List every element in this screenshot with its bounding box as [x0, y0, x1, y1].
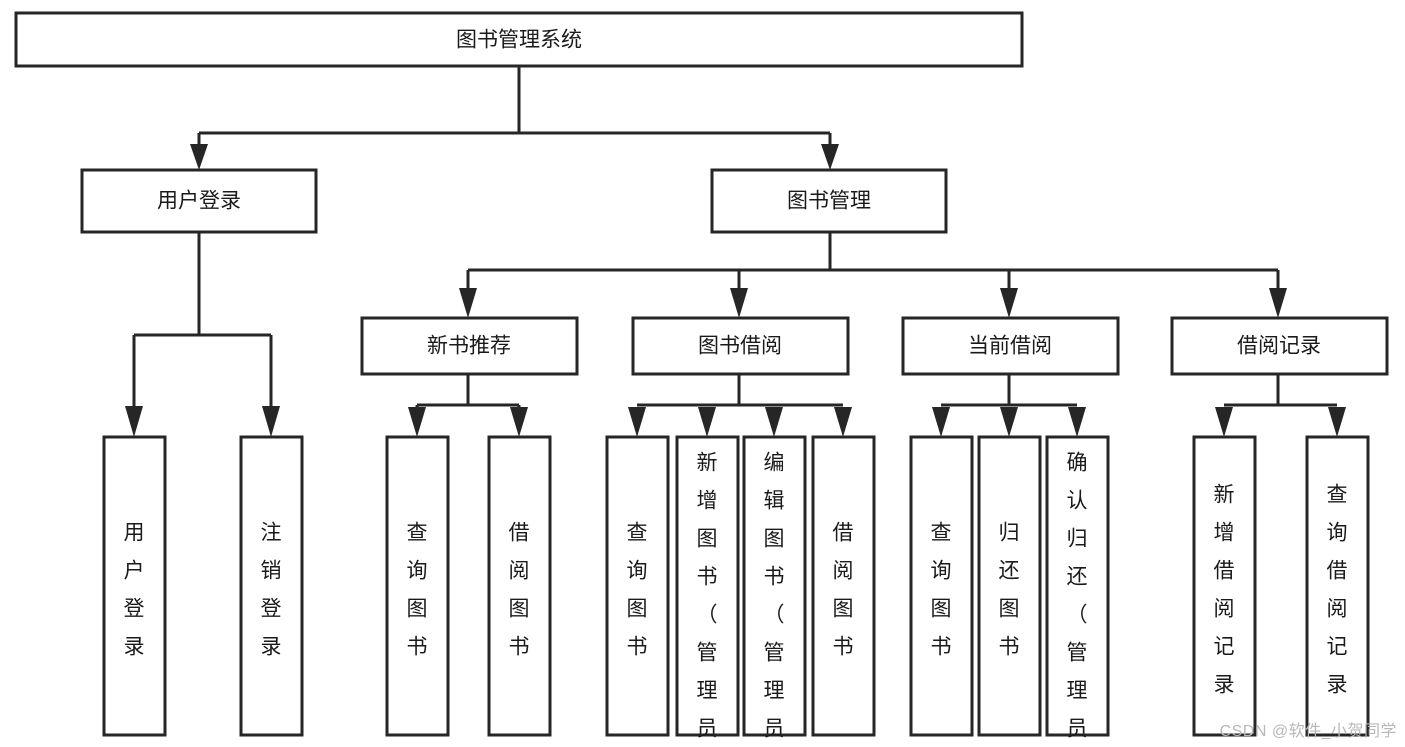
node-leaf-edit-book-label: 编辑图书（管理员） [764, 451, 785, 747]
arrow-head-leaf-edit-book [765, 407, 783, 437]
node-book-manage-box[interactable] [710, 168, 948, 234]
node-leaf-return-book-box[interactable] [977, 435, 1042, 737]
arrow-head-leaf-query-record [1328, 407, 1346, 437]
node-leaf-query-book-1-box[interactable] [385, 435, 450, 737]
arrow-head-borrow-record [1269, 288, 1287, 318]
node-leaf-user-login-label: 用户登录 [124, 522, 145, 659]
node-leaf-add-record-label: 新增借阅记录 [1214, 484, 1235, 697]
node-current-borrow-label: 当前借阅 [968, 335, 1052, 358]
node-user-login[interactable]: 用户登录 [80, 168, 318, 234]
arrow-head-current-borrow [1000, 288, 1018, 318]
node-book-manage-label: 图书管理 [787, 190, 871, 213]
arrow-head-new-book-recommend [459, 288, 477, 318]
node-leaf-add-book[interactable]: 新增图书（管理员） [675, 435, 740, 747]
node-book-manage[interactable]: 图书管理 [710, 168, 948, 234]
node-leaf-borrow-book-2-label: 借阅图书 [833, 522, 854, 659]
node-leaf-query-book-3[interactable]: 查询图书 [909, 435, 974, 737]
node-leaf-borrow-book-1[interactable]: 借阅图书 [487, 435, 552, 737]
node-leaf-user-logout-label: 注销登录 [261, 522, 282, 659]
node-borrow-record-box[interactable] [1170, 316, 1389, 376]
node-leaf-user-logout[interactable]: 注销登录 [239, 435, 304, 737]
node-book-borrow-box[interactable] [631, 316, 850, 376]
node-leaf-borrow-book-1-box[interactable] [487, 435, 552, 737]
node-leaf-query-book-1-label: 查询图书 [407, 522, 428, 659]
node-leaf-query-book-3-box[interactable] [909, 435, 974, 737]
node-leaf-return-book-label: 归还图书 [999, 522, 1020, 659]
arrow-head-leaf-return-book [1000, 407, 1018, 437]
node-leaf-edit-book-box[interactable] [742, 435, 807, 737]
node-borrow-record[interactable]: 借阅记录 [1170, 316, 1389, 376]
node-user-login-label: 用户登录 [157, 190, 241, 213]
arrow-head-leaf-user-logout [262, 406, 280, 437]
arrow-head-leaf-confirm-return [1068, 407, 1086, 437]
node-leaf-add-book-box[interactable] [675, 435, 740, 737]
arrow-head-leaf-add-record [1215, 407, 1233, 437]
node-book-borrow[interactable]: 图书借阅 [631, 316, 850, 376]
arrow-head-leaf-query-book-1 [408, 407, 426, 437]
csdn-watermark: CSDN @软件_小贺同学 [1219, 723, 1397, 740]
node-current-borrow-box[interactable] [901, 316, 1120, 376]
node-leaf-return-book[interactable]: 归还图书 [977, 435, 1042, 737]
node-new-book-recommend[interactable]: 新书推荐 [360, 316, 579, 376]
arrow-head-leaf-query-book-3 [932, 407, 950, 437]
node-leaf-confirm-return-label: 确认归还（管理员） [1067, 451, 1088, 747]
arrow-head-book-borrow [730, 288, 748, 318]
node-leaf-borrow-book-1-label: 借阅图书 [509, 522, 530, 659]
node-leaf-query-record-box[interactable] [1305, 435, 1370, 737]
node-book-borrow-label: 图书借阅 [698, 335, 782, 358]
node-leaf-query-record[interactable]: 查询借阅记录 [1305, 435, 1370, 737]
node-leaf-query-book-3-label: 查询图书 [931, 522, 952, 659]
arrow-head-leaf-query-book-2 [628, 407, 646, 437]
node-leaf-borrow-book-2[interactable]: 借阅图书 [811, 435, 876, 737]
node-leaf-confirm-return-box[interactable] [1045, 435, 1110, 737]
node-leaf-user-login[interactable]: 用户登录 [102, 435, 167, 737]
arrow-head-leaf-add-book [698, 407, 716, 437]
node-leaf-user-login-box[interactable] [102, 435, 167, 737]
node-leaf-query-book-2-box[interactable] [605, 435, 670, 737]
node-root-label: 图书管理系统 [456, 29, 582, 52]
arrow-head-user-login [190, 144, 208, 170]
node-leaf-add-record[interactable]: 新增借阅记录 [1192, 435, 1257, 737]
node-new-book-recommend-box[interactable] [360, 316, 579, 376]
node-new-book-recommend-label: 新书推荐 [427, 335, 511, 358]
arrow-head-leaf-borrow-book-2 [834, 407, 852, 437]
node-leaf-query-book-1[interactable]: 查询图书 [385, 435, 450, 737]
node-leaf-add-record-box[interactable] [1192, 435, 1257, 737]
node-leaf-query-book-2[interactable]: 查询图书 [605, 435, 670, 737]
arrow-head-leaf-borrow-book-1 [510, 407, 528, 437]
node-leaf-query-book-2-label: 查询图书 [627, 522, 648, 659]
arrow-head-book-manage [821, 144, 839, 170]
connector-group [125, 66, 1346, 437]
node-leaf-add-book-label: 新增图书（管理员） [697, 451, 718, 747]
node-leaf-user-logout-box[interactable] [239, 435, 304, 737]
node-user-login-box[interactable] [80, 168, 318, 234]
node-root[interactable]: 图书管理系统 [14, 11, 1024, 68]
node-borrow-record-label: 借阅记录 [1237, 335, 1321, 358]
node-root-box[interactable] [14, 11, 1024, 68]
node-leaf-borrow-book-2-box[interactable] [811, 435, 876, 737]
node-current-borrow[interactable]: 当前借阅 [901, 316, 1120, 376]
arrow-head-leaf-user-login [125, 406, 143, 437]
node-leaf-confirm-return[interactable]: 确认归还（管理员） [1045, 435, 1110, 747]
node-leaf-query-record-label: 查询借阅记录 [1327, 484, 1348, 697]
node-leaf-edit-book[interactable]: 编辑图书（管理员） [742, 435, 807, 747]
